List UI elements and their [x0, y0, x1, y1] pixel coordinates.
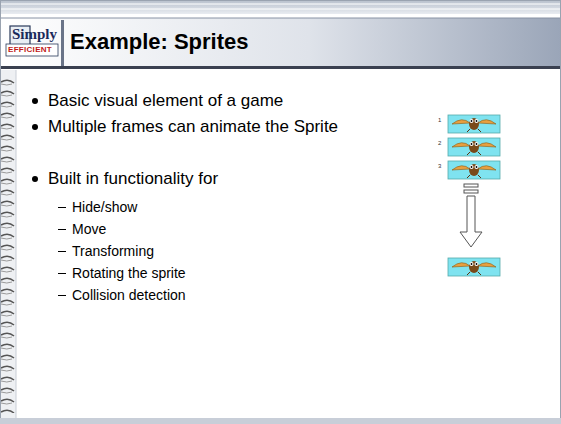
sub-bullet-text: Rotating the sprite: [72, 265, 186, 282]
sub-bullet-text: Collision detection: [72, 287, 186, 304]
bullet-dash: [58, 229, 66, 230]
bullet-text: Multiple frames can animate the Sprite: [48, 117, 348, 137]
bullet-text: Basic visual element of a game: [48, 91, 348, 111]
bullet-dot: [32, 124, 38, 130]
frame-number: 1: [438, 117, 441, 124]
bullet-dot: [32, 98, 38, 104]
bullet-dash: [58, 207, 66, 208]
sub-bullet-text: Transforming: [72, 243, 154, 260]
frame-number: 3: [438, 163, 441, 170]
bullet-text: Built in functionality for: [48, 169, 348, 189]
bullet-dash: [58, 251, 66, 252]
logo-text: Simply: [12, 25, 57, 43]
bullet-dash: [58, 295, 66, 296]
bullet-dash: [58, 273, 66, 274]
bullet-dot: [32, 176, 38, 182]
sub-bullet-text: Move: [72, 221, 106, 238]
frame-number: 2: [438, 140, 441, 147]
slide-title: Example: Sprites: [70, 29, 249, 55]
down-arrow: [460, 184, 482, 247]
logo-subtext: EFFICIENT: [8, 45, 52, 55]
sub-bullet-text: Hide/show: [72, 199, 137, 216]
